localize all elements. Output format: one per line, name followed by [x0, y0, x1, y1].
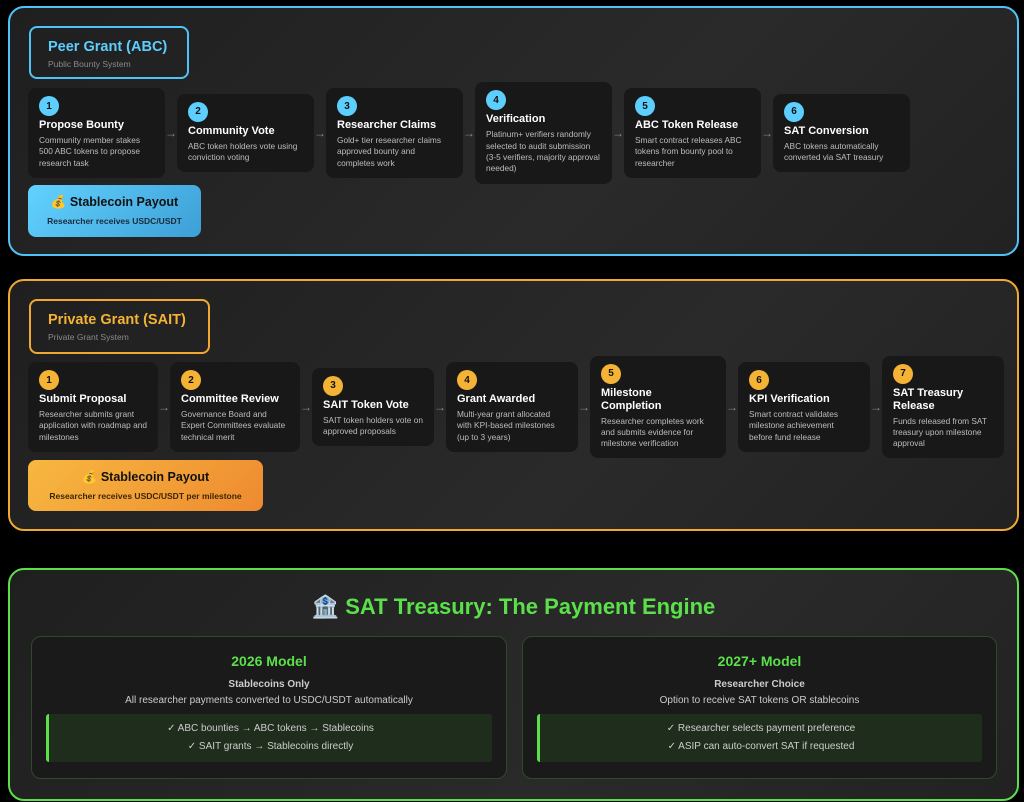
step-title: KPI Verification: [749, 393, 830, 406]
step-desc: Researcher submits grant application wit…: [39, 409, 147, 442]
model-desc: All researcher payments converted to USD…: [125, 695, 413, 706]
step-desc: Funds released from SAT treasury upon mi…: [893, 415, 987, 449]
step-desc: Multi-year grant allocated with KPI-base…: [457, 409, 555, 442]
arrow-right-icon: →: [612, 126, 624, 140]
check-item: ✓ ASIP can auto-convert SAT if requested: [667, 741, 855, 752]
private-grant-header: Private Grant (SAIT) Private Grant Syste…: [29, 299, 210, 354]
step-title: SAIT Token Vote: [323, 398, 409, 411]
model-subtitle: Stablecoins Only: [228, 679, 310, 690]
arrow-right-icon: →: [463, 126, 475, 140]
step-desc: Gold+ tier researcher claims approved bo…: [337, 135, 441, 168]
step-title: ABC Token Release: [635, 119, 739, 132]
treasury-title-text: SAT Treasury: The Payment Engine: [345, 594, 716, 619]
treasury-title: 🏦 SAT Treasury: The Payment Engine: [10, 594, 1017, 620]
step-title: SAT Conversion: [784, 124, 869, 137]
step-title: Verification: [486, 113, 546, 126]
model-checklist: ✓ ABC bounties → ABC tokens → Stablecoin…: [46, 714, 492, 762]
step-desc: Governance Board and Expert Committees e…: [181, 409, 286, 442]
model-title: 2026 Model: [231, 653, 307, 669]
step-desc: Platinum+ verifiers randomly selected to…: [486, 129, 600, 174]
arrow-right-icon: →: [434, 400, 446, 414]
section-title: Private Grant (SAIT): [48, 312, 186, 328]
step-number-badge: 5: [635, 96, 655, 117]
step-number-badge: 3: [337, 96, 357, 117]
check-item: ✓ ABC bounties → ABC tokens → Stablecoin…: [167, 723, 374, 734]
payout-title: Stablecoin Payout: [100, 470, 210, 484]
model-card-2027: 2027+ Model Researcher Choice Option to …: [522, 636, 997, 779]
step-title: Committee Review: [181, 393, 279, 406]
payout-title: Stablecoin Payout: [69, 195, 179, 209]
check-item: ✓ SAIT grants → Stablecoins directly: [187, 741, 354, 752]
arrow-right-icon: →: [165, 126, 177, 140]
step-number-badge: 3: [323, 375, 343, 396]
check-item: ✓ Researcher selects payment preference: [666, 723, 856, 734]
step-title: Researcher Claims: [337, 119, 437, 132]
step-desc: ABC tokens automatically converted via S…: [784, 140, 884, 162]
step-title: Submit Proposal: [39, 393, 127, 406]
step-number-badge: 6: [784, 101, 804, 122]
arrow-right-icon: →: [761, 126, 773, 140]
step-number-badge: 7: [893, 363, 913, 384]
step-number-badge: 2: [181, 370, 201, 391]
model-title: 2027+ Model: [717, 653, 802, 669]
step-number-badge: 5: [601, 363, 621, 384]
step-desc: Smart contract releases ABC tokens from …: [635, 135, 742, 168]
section-subtitle: Public Bounty System: [48, 59, 131, 69]
step-number-badge: 1: [39, 370, 59, 391]
step-desc: Smart contract validates milestone achie…: [749, 409, 838, 442]
step-number-badge: 2: [188, 101, 208, 122]
model-desc: Option to receive SAT tokens OR stableco…: [659, 695, 860, 706]
arrow-right-icon: →: [300, 400, 312, 414]
step-desc: Community member stakes 500 ABC tokens t…: [39, 135, 141, 168]
step-title: Community Vote: [188, 124, 275, 137]
section-subtitle: Private Grant System: [48, 332, 129, 342]
step-desc: ABC token holders vote using conviction …: [188, 140, 298, 162]
peer-grant-header: Peer Grant (ABC) Public Bounty System: [29, 26, 189, 79]
arrow-right-icon: →: [726, 400, 738, 414]
arrow-right-icon: →: [578, 400, 590, 414]
payout-desc: Researcher receives USDC/USDT: [47, 216, 182, 226]
model-subtitle: Researcher Choice: [714, 679, 805, 690]
model-card-2026: 2026 Model Stablecoins Only All research…: [31, 636, 507, 779]
step-number-badge: 4: [486, 90, 506, 111]
bank-icon: 🏦: [311, 594, 340, 619]
step-title: Grant Awarded: [457, 393, 536, 406]
stablecoin-payout-box: 💰 Stablecoin Payout Researcher receives …: [28, 460, 263, 511]
step-title: Milestone Completion: [601, 386, 662, 412]
sat-treasury-section: 🏦 SAT Treasury: The Payment Engine 2026 …: [8, 568, 1019, 801]
payout-desc: Researcher receives USDC/USDT per milest…: [49, 491, 242, 501]
model-checklist: ✓ Researcher selects payment preference …: [537, 714, 982, 762]
stablecoin-payout-box: 💰 Stablecoin Payout Researcher receives …: [28, 185, 201, 237]
step-desc: Researcher completes work and submits ev…: [601, 415, 704, 449]
step-title: SAT Treasury Release: [893, 386, 964, 412]
step-number-badge: 4: [457, 370, 477, 391]
section-title: Peer Grant (ABC): [48, 39, 168, 55]
money-bag-icon: 💰: [81, 470, 98, 484]
step-number-badge: 1: [39, 96, 59, 117]
private-grant-section: Private Grant (SAIT) Private Grant Syste…: [8, 279, 1019, 531]
money-bag-icon: 💰: [50, 195, 67, 209]
arrow-right-icon: →: [314, 126, 326, 140]
step-title: Propose Bounty: [39, 119, 124, 132]
arrow-right-icon: →: [870, 400, 882, 414]
arrow-right-icon: →: [158, 400, 170, 414]
step-desc: SAIT token holders vote on approved prop…: [323, 414, 423, 436]
step-number-badge: 6: [749, 370, 769, 391]
